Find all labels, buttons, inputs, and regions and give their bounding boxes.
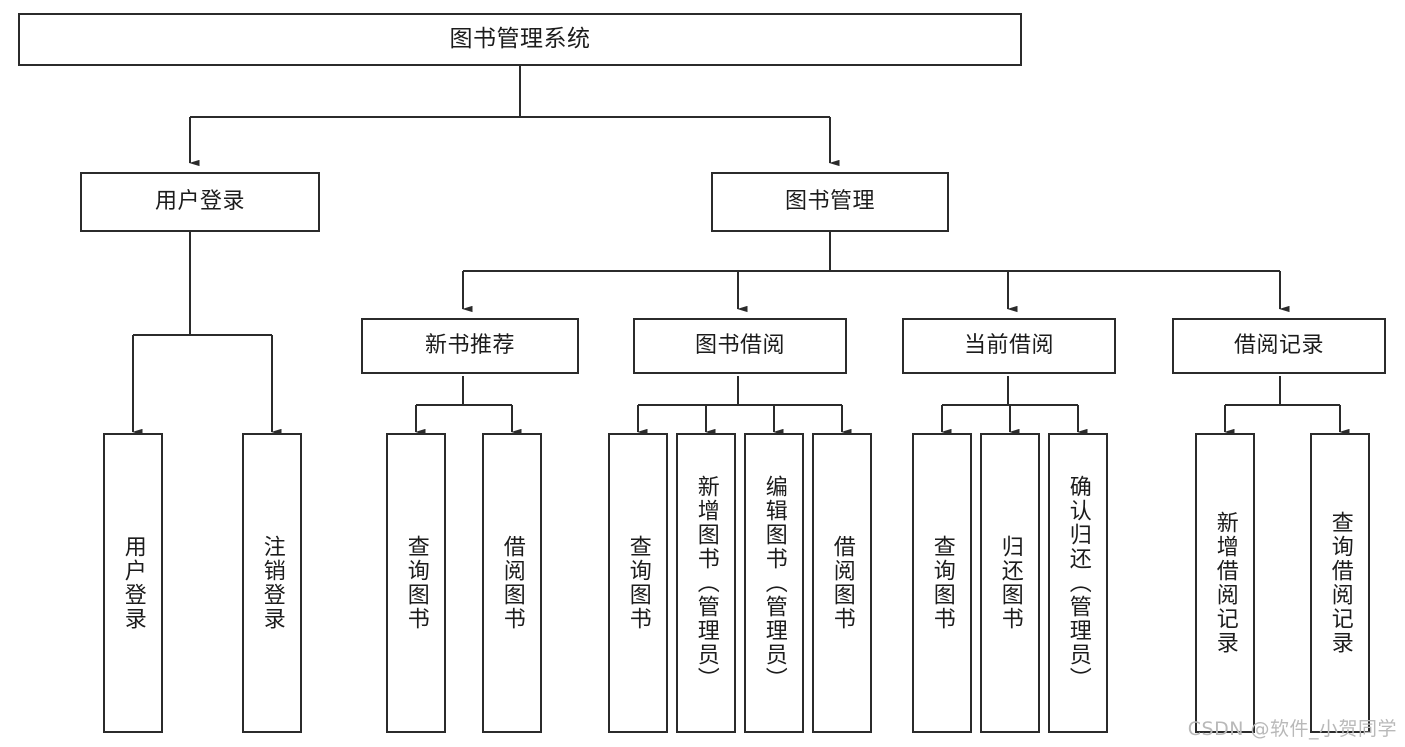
node-label: 借阅图书 — [829, 535, 855, 631]
leaf-current-borrow-query-books[interactable]: 查询图书 — [912, 433, 972, 733]
leaf-book-borrow-add-book-admin[interactable]: 新增图书（管理员） — [676, 433, 736, 733]
leaf-book-borrow-edit-book-admin[interactable]: 编辑图书（管理员） — [744, 433, 804, 733]
node-label: 查询借阅记录 — [1327, 511, 1353, 655]
node-label: 新增借阅记录 — [1212, 511, 1238, 655]
node-borrowing-records[interactable]: 借阅记录 — [1172, 318, 1386, 374]
leaf-new-book-query-books[interactable]: 查询图书 — [386, 433, 446, 733]
node-book-management[interactable]: 图书管理 — [711, 172, 949, 232]
node-label: 确认归还（管理员） — [1065, 475, 1091, 691]
node-label: 用户登录 — [154, 188, 245, 214]
csdn-watermark: CSDN @软件_小贺同学 — [1187, 718, 1397, 740]
node-label: 用户登录 — [120, 535, 146, 631]
node-current-borrowing[interactable]: 当前借阅 — [902, 318, 1116, 374]
node-label: 新书推荐 — [424, 332, 515, 358]
node-label: 图书管理系统 — [449, 25, 591, 52]
node-label: 借阅图书 — [499, 535, 525, 631]
node-label: 查询图书 — [625, 535, 651, 631]
node-label: 新增图书（管理员） — [693, 475, 719, 691]
node-label: 当前借阅 — [963, 332, 1054, 358]
leaf-borrow-record-add-record[interactable]: 新增借阅记录 — [1195, 433, 1255, 733]
leaf-book-borrow-borrow-books[interactable]: 借阅图书 — [812, 433, 872, 733]
leaf-current-borrow-return-books[interactable]: 归还图书 — [980, 433, 1040, 733]
leaf-current-borrow-confirm-return-admin[interactable]: 确认归还（管理员） — [1048, 433, 1108, 733]
leaf-user-login-login[interactable]: 用户登录 — [103, 433, 163, 733]
node-label: 注销登录 — [259, 535, 285, 631]
leaf-borrow-record-query-record[interactable]: 查询借阅记录 — [1310, 433, 1370, 733]
node-user-login[interactable]: 用户登录 — [80, 172, 320, 232]
node-label: 编辑图书（管理员） — [761, 475, 787, 691]
node-label: 归还图书 — [997, 535, 1023, 631]
node-label: 图书管理 — [784, 188, 875, 214]
node-label: 查询图书 — [403, 535, 429, 631]
node-book-borrowing[interactable]: 图书借阅 — [633, 318, 847, 374]
node-label: 图书借阅 — [694, 332, 785, 358]
node-label: 查询图书 — [929, 535, 955, 631]
leaf-new-book-borrow-books[interactable]: 借阅图书 — [482, 433, 542, 733]
leaf-user-login-logout[interactable]: 注销登录 — [242, 433, 302, 733]
leaf-book-borrow-query-books[interactable]: 查询图书 — [608, 433, 668, 733]
node-root-book-management-system[interactable]: 图书管理系统 — [18, 13, 1022, 66]
node-label: 借阅记录 — [1233, 332, 1324, 358]
node-new-book-recommendation[interactable]: 新书推荐 — [361, 318, 579, 374]
